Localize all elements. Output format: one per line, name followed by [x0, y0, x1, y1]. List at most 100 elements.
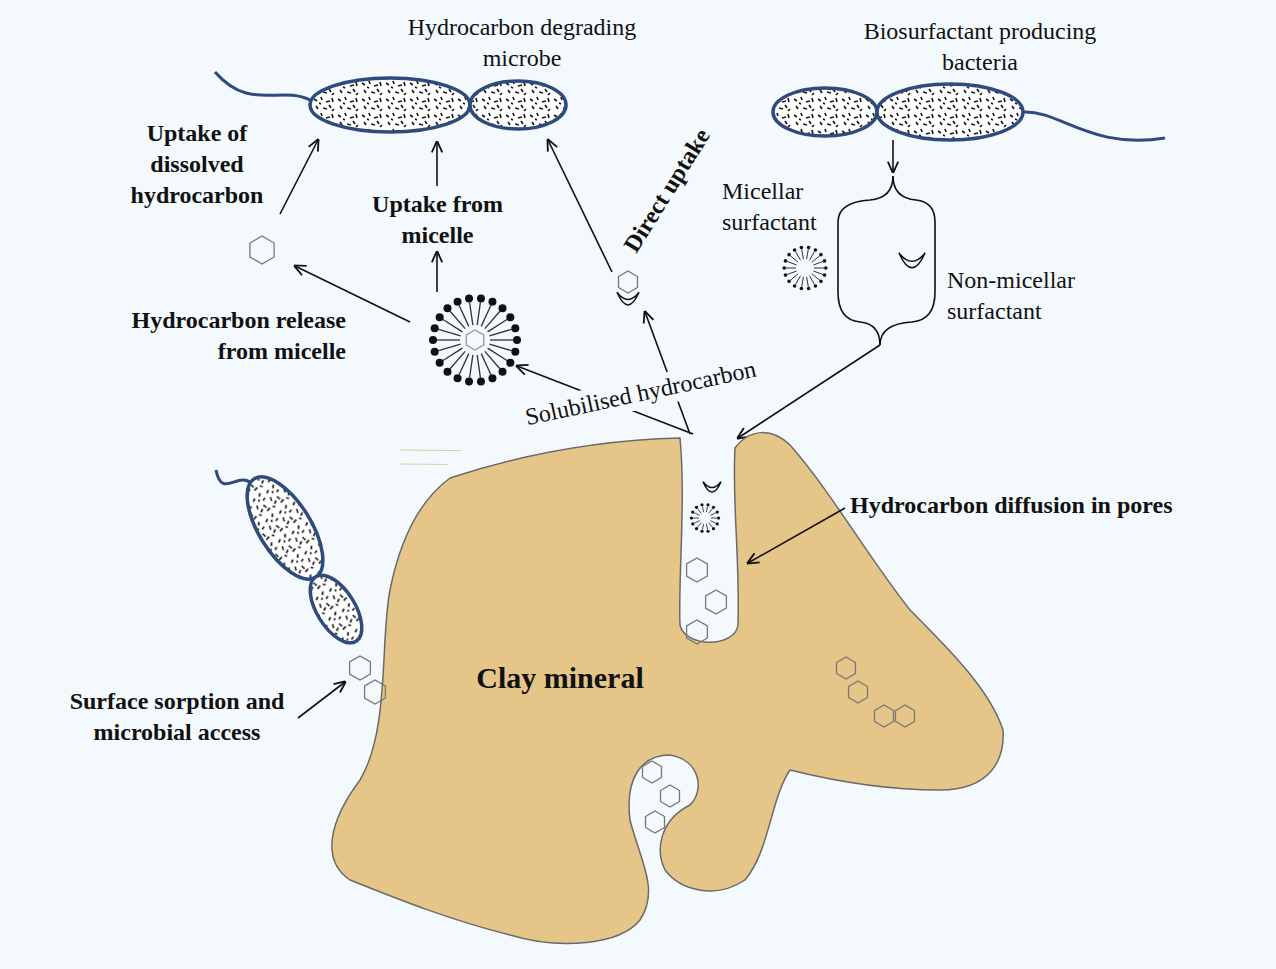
- micelle: [812, 274, 820, 280]
- annotation: Uptake from micelle: [345, 189, 530, 251]
- micelle: [807, 287, 811, 291]
- clay-texture: [400, 562, 960, 568]
- micelle: [796, 276, 801, 285]
- micelle: [693, 518, 699, 519]
- micelle: [443, 304, 451, 312]
- micelle: [824, 266, 828, 270]
- hydrocarbon-ring: [365, 680, 386, 704]
- clay-texture: [400, 604, 960, 610]
- clay-texture: [400, 744, 960, 750]
- clay-texture: [400, 758, 960, 764]
- bacterium: Biosurfactant producing bacteria: [760, 10, 1180, 160]
- micelle: [443, 348, 462, 360]
- micelle: [796, 252, 801, 261]
- micelle: [716, 522, 719, 525]
- micelle: [454, 298, 462, 306]
- micelle: [706, 524, 707, 530]
- micelle: [810, 252, 815, 261]
- clay-texture: [400, 618, 960, 624]
- clay-texture: [400, 856, 960, 862]
- micelle: [465, 294, 473, 302]
- micelle: [814, 248, 818, 252]
- annotation: Solubilised hydrocarbon: [518, 353, 762, 434]
- clay-texture: [400, 632, 960, 638]
- hydrocarbon-ring: [896, 705, 915, 727]
- hydrocarbon-ring: [706, 590, 727, 614]
- micelle: [506, 313, 514, 321]
- micelle: [695, 527, 698, 530]
- micelle: [470, 355, 473, 378]
- clay-texture: [400, 912, 960, 918]
- hydrocarbon-ring: [646, 811, 665, 833]
- micelle: [511, 324, 519, 332]
- micelle: [690, 516, 693, 519]
- micelle: [700, 530, 703, 533]
- micelle: [787, 280, 791, 284]
- micelle: [694, 521, 699, 524]
- hydrocarbon-ring: [687, 558, 708, 582]
- micelle: [790, 274, 798, 280]
- clay-texture: [400, 450, 960, 932]
- cell-lobe: [470, 81, 566, 129]
- micelle: [712, 527, 715, 530]
- micelle: [698, 523, 702, 528]
- micelle: [814, 268, 824, 269]
- micelle: [490, 339, 513, 340]
- micelle: [717, 516, 720, 519]
- hydrocarbon-ring: [661, 785, 680, 807]
- micelle: [813, 271, 822, 274]
- clay-texture: [400, 702, 960, 708]
- annotation: Surface sorption and microbial access: [58, 686, 296, 748]
- micelle: [812, 256, 820, 262]
- micelle: [431, 348, 439, 356]
- clay-texture: [400, 478, 960, 484]
- micelle: [436, 313, 444, 321]
- micelle: [823, 273, 827, 277]
- micelle: [819, 280, 823, 284]
- micelle: [710, 513, 715, 516]
- clay-texture: [400, 590, 960, 596]
- micelle: [702, 506, 703, 512]
- arrow: [748, 508, 845, 563]
- clay-texture: [400, 884, 960, 890]
- arrow: [298, 682, 345, 718]
- surfactant-molecule: [899, 253, 925, 268]
- flagellum: [1023, 112, 1165, 140]
- micelle: [511, 348, 519, 356]
- micelle: [429, 336, 437, 344]
- micelle: [488, 298, 496, 306]
- micelle: [694, 513, 699, 516]
- surfactant-molecule: [617, 292, 639, 305]
- cell-lobe: [773, 88, 877, 136]
- micelle: [690, 503, 720, 533]
- arrow: [892, 140, 894, 172]
- micelle: [800, 246, 804, 250]
- hydrocarbon-ring: [619, 271, 638, 293]
- micelle: [711, 518, 717, 519]
- micelle: [800, 287, 804, 291]
- hydrocarbon-ring: [250, 236, 274, 264]
- clay-texture: [400, 548, 960, 554]
- micelle: [787, 271, 796, 274]
- micelle: [706, 530, 709, 533]
- micelle: [465, 378, 473, 386]
- micelle: [477, 294, 485, 302]
- micelle: [439, 329, 461, 335]
- node-label: Clay mineral: [450, 658, 670, 697]
- micelle: [784, 273, 788, 277]
- micelle: [499, 304, 507, 312]
- clay-texture: [400, 730, 960, 736]
- node-shape: [773, 84, 1165, 140]
- micelle: [710, 521, 715, 524]
- micelle: [513, 336, 521, 344]
- micelle: [786, 268, 796, 269]
- micelle: [709, 509, 713, 514]
- arrow: [436, 252, 438, 292]
- micelle: [429, 294, 521, 385]
- clay-texture: [400, 716, 960, 722]
- clay-texture: [400, 828, 960, 834]
- micelle: [691, 522, 694, 525]
- bacterium: [232, 465, 338, 591]
- node-shape: [215, 72, 566, 132]
- annotation: Uptake of dissolved hydrocarbon: [112, 118, 282, 211]
